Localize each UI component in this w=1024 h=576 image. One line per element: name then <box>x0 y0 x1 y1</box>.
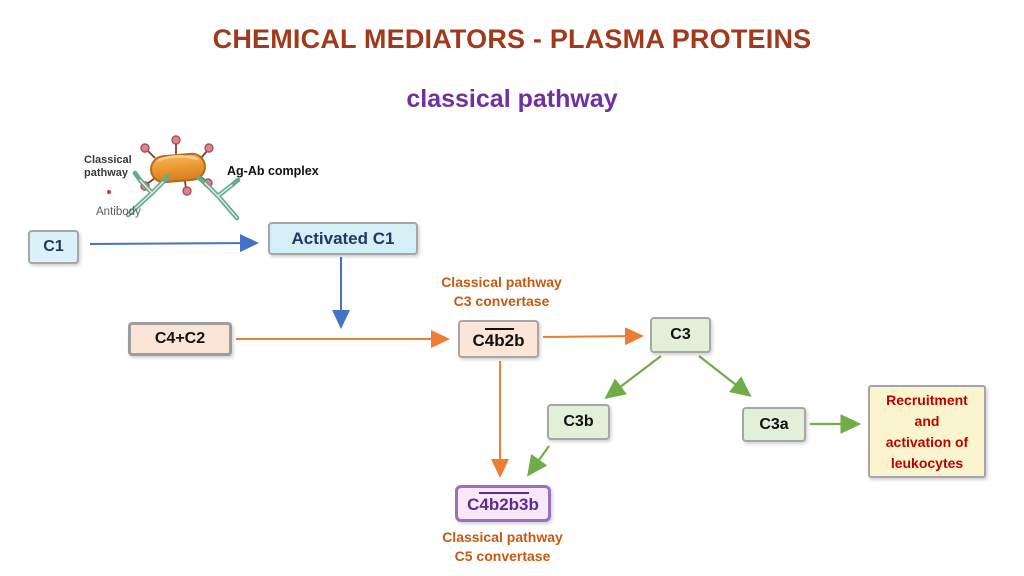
arrow-c4b2b-to-c3 <box>542 327 644 346</box>
node-c4b2b: C4b2b <box>458 320 539 358</box>
node-c4b2b3b: C4b2b3b <box>455 485 551 522</box>
node-activated-c1: Activated C1 <box>268 222 418 255</box>
node-c4-plus-c2: C4+C2 <box>128 322 232 356</box>
antigen-pins <box>146 143 208 190</box>
antigen-heads <box>140 135 214 196</box>
illustration-classical-pathway-label: Classical pathway <box>84 154 132 179</box>
antibody-right-inner <box>204 182 238 219</box>
c3-convertase-label: Classical pathway C3 convertase <box>441 274 562 309</box>
ag-ab-complex-label: Ag-Ab complex <box>227 164 319 178</box>
slide-subtitle: classical pathway <box>406 85 618 113</box>
red-dot <box>107 190 111 194</box>
capsule-highlight <box>157 155 199 162</box>
arrow-c3-to-c3a <box>698 355 752 398</box>
c5-convertase-label: Classical pathway C5 convertase <box>442 529 563 564</box>
node-c3b: C3b <box>547 404 610 440</box>
node-recruitment: Recruitment and activation of leukocytes <box>868 385 986 478</box>
arrow-c1-to-activated-c1 <box>89 234 259 253</box>
bacterium-capsule <box>150 152 206 184</box>
arrow-c3-to-c3b <box>604 355 662 399</box>
slide-title: CHEMICAL MEDIATORS - PLASMA PROTEINS <box>212 24 812 54</box>
node-c3a: C3a <box>742 407 806 442</box>
arrow-c3b-to-c4b2b3b <box>527 445 550 477</box>
node-c1: C1 <box>28 230 79 264</box>
node-c3: C3 <box>650 317 711 353</box>
antibody-right-icon <box>196 175 241 221</box>
antibody-label: Antibody <box>96 206 141 218</box>
